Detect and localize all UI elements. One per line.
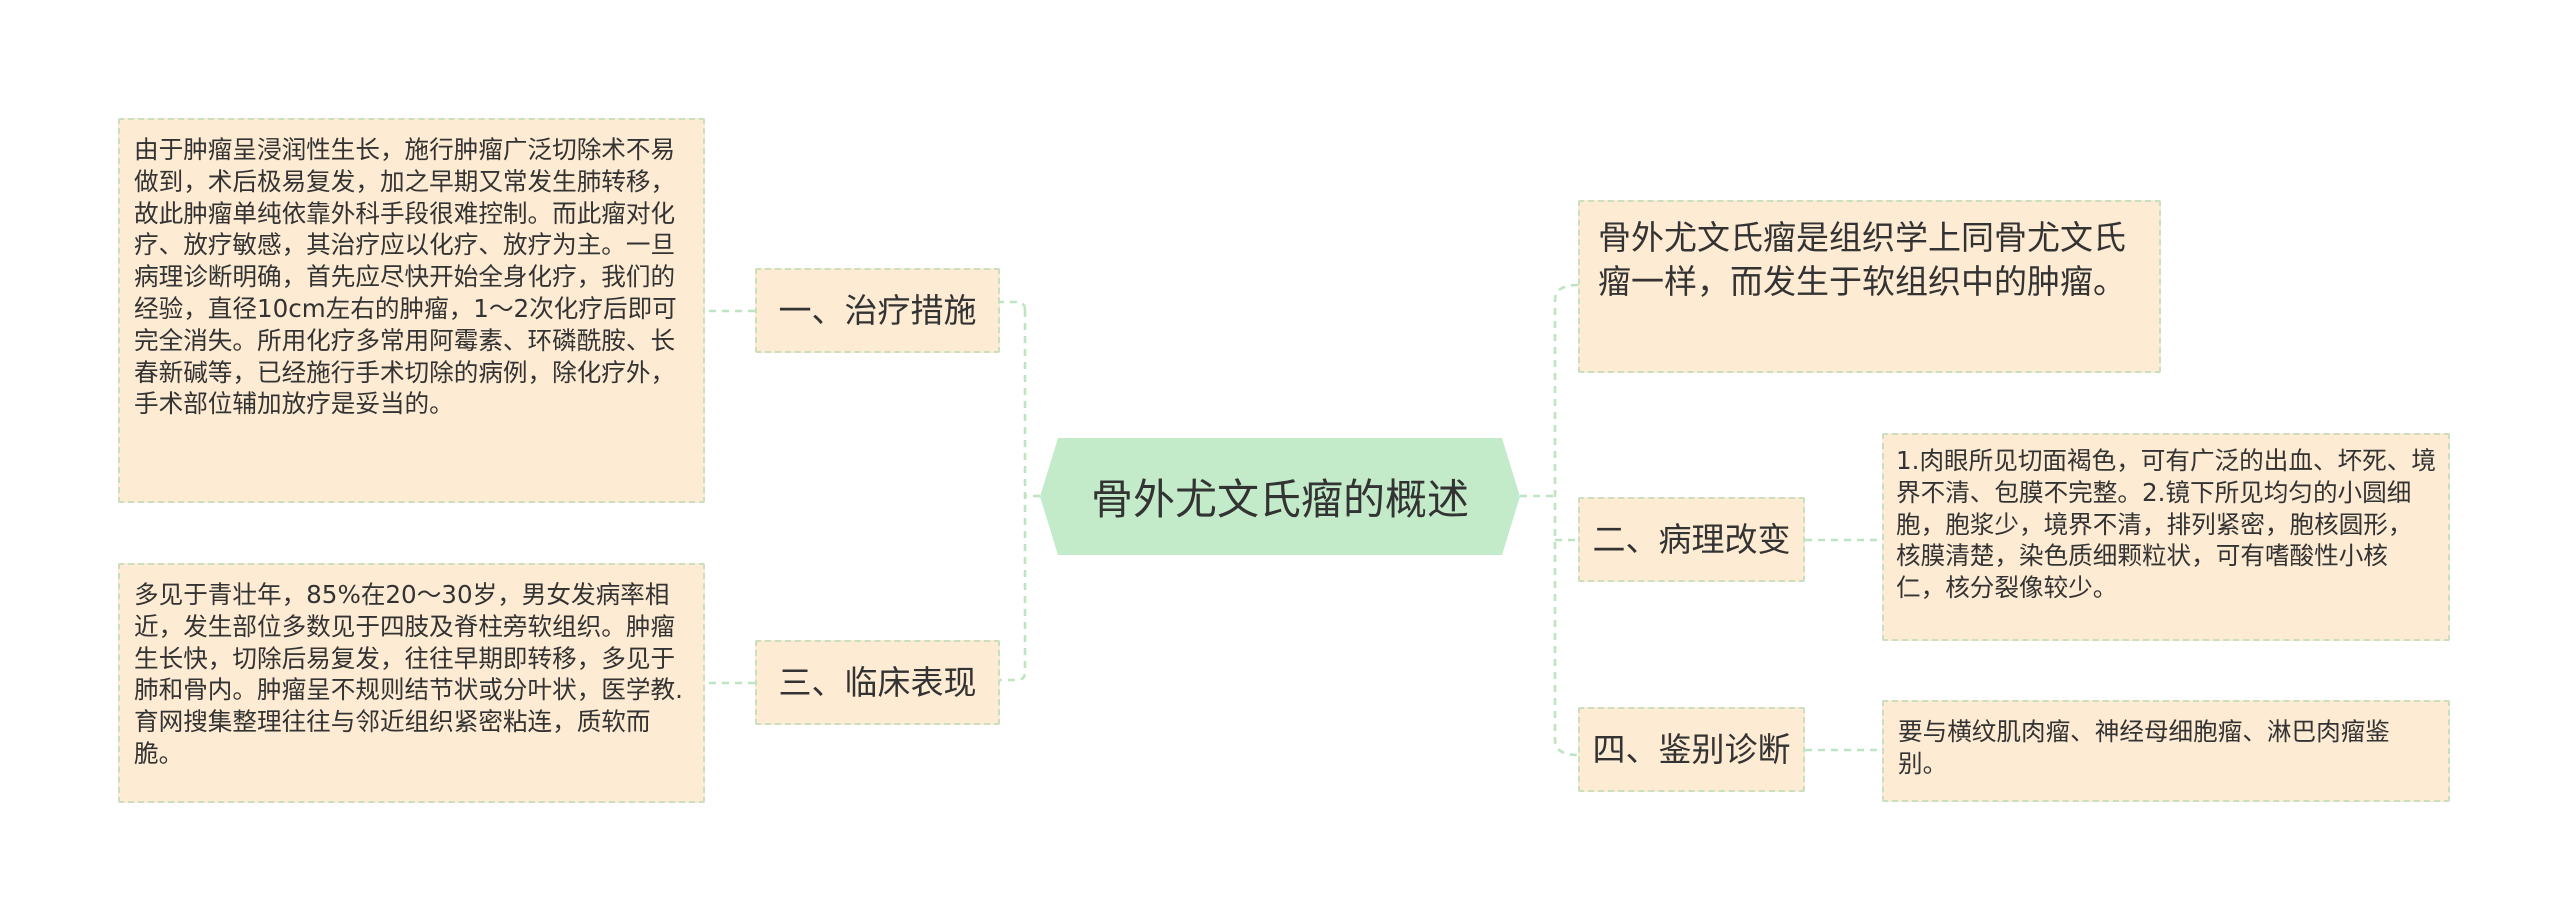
note-definition-text: 骨外尤文氏瘤是组织学上同骨尤文氏瘤一样，而发生于软组织中的肿瘤。 [1598, 218, 2126, 301]
detail-pathology-text: 1.肉眼所见切面褐色，可有广泛的出血、坏死、境界不清、包膜不完整。2.镜下所见均… [1896, 446, 2436, 603]
note-definition[interactable]: 骨外尤文氏瘤是组织学上同骨尤文氏瘤一样，而发生于软组织中的肿瘤。 [1578, 200, 2161, 373]
center-topic[interactable]: 骨外尤文氏瘤的概述 [1040, 438, 1520, 555]
connector-right-trunk [1553, 283, 1579, 757]
detail-clinical[interactable]: 多见于青壮年，85%在20～30岁，男女发病率相近，发生部位多数见于四肢及脊柱旁… [118, 563, 705, 803]
detail-clinical-text: 多见于青壮年，85%在20～30岁，男女发病率相近，发生部位多数见于四肢及脊柱旁… [134, 580, 683, 768]
detail-pathology[interactable]: 1.肉眼所见切面褐色，可有广泛的出血、坏死、境界不清、包膜不完整。2.镜下所见均… [1882, 433, 2450, 641]
center-hexagon [1040, 438, 1520, 555]
branch-clinical[interactable]: 三、临床表现 [755, 640, 1000, 725]
branch-differential[interactable]: 四、鉴别诊断 [1578, 707, 1805, 792]
branch-differential-label: 四、鉴别诊断 [1592, 729, 1791, 769]
branch-treatment-label: 一、治疗措施 [778, 290, 977, 330]
detail-treatment[interactable]: 由于肿瘤呈浸润性生长，施行肿瘤广泛切除术不易做到，术后极易复发，加之早期又常发生… [118, 118, 705, 503]
detail-differential-text: 要与横纹肌肉瘤、神经母细胞瘤、淋巴肉瘤鉴别。 [1898, 717, 2390, 778]
branch-pathology[interactable]: 二、病理改变 [1578, 497, 1805, 582]
branch-pathology-label: 二、病理改变 [1592, 519, 1791, 559]
branch-treatment[interactable]: 一、治疗措施 [755, 268, 1000, 353]
connector-left-trunk [1000, 300, 1027, 682]
detail-treatment-text: 由于肿瘤呈浸润性生长，施行肿瘤广泛切除术不易做到，术后极易复发，加之早期又常发生… [134, 135, 677, 419]
branch-clinical-label: 三、临床表现 [778, 662, 977, 702]
detail-differential[interactable]: 要与横纹肌肉瘤、神经母细胞瘤、淋巴肉瘤鉴别。 [1882, 700, 2450, 802]
center-topic-label: 骨外尤文氏瘤的概述 [1090, 475, 1469, 524]
